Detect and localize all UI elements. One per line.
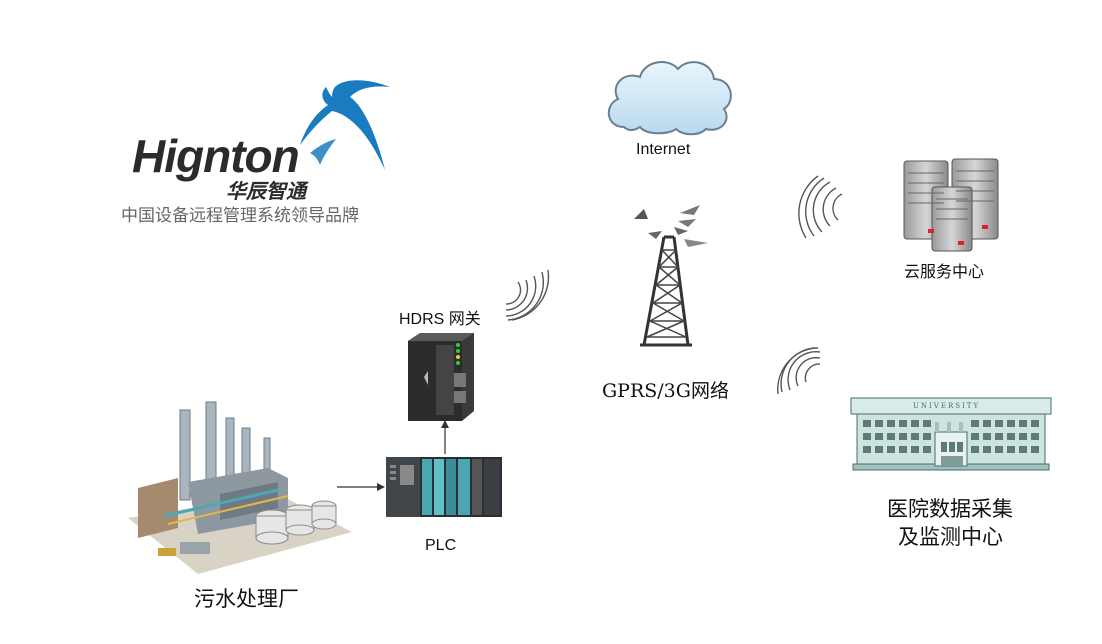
plant-label: 污水处理厂 — [194, 587, 299, 611]
logo: Hignton 华辰智通 — [120, 75, 400, 225]
wifi-signal-icon — [777, 347, 821, 395]
building-icon — [850, 397, 1052, 471]
plc-label: PLC — [425, 537, 457, 554]
wifi-signal-icon — [798, 175, 843, 239]
tower-label: GPRS/3G网络 — [602, 380, 729, 402]
arrow-icon — [337, 483, 385, 491]
hospital-label-line2: 及监测中心 — [898, 525, 1003, 549]
plc-icon — [386, 457, 502, 517]
logo-brand-en: Hignton — [132, 130, 300, 182]
hospital-label-line1: 医院数据采集 — [887, 497, 1013, 521]
arrow-icon — [441, 420, 449, 454]
plant-icon — [128, 401, 352, 574]
logo-tagline: 中国设备远程管理系统领导品牌 — [121, 206, 359, 226]
building-sign: UNIVERSITY — [913, 402, 981, 410]
gateway-label: HDRS 网关 — [399, 311, 481, 328]
logo-swoosh-icon — [300, 80, 390, 170]
logo-brand-cn: 华辰智通 — [226, 181, 306, 203]
tower-icon — [634, 205, 708, 347]
server-label: 云服务中心 — [904, 262, 985, 281]
gateway-icon — [408, 333, 474, 421]
server-icon — [903, 158, 999, 252]
wifi-signal-icon — [505, 269, 550, 321]
cloud-label: Internet — [636, 141, 691, 158]
cloud-icon — [608, 61, 732, 136]
